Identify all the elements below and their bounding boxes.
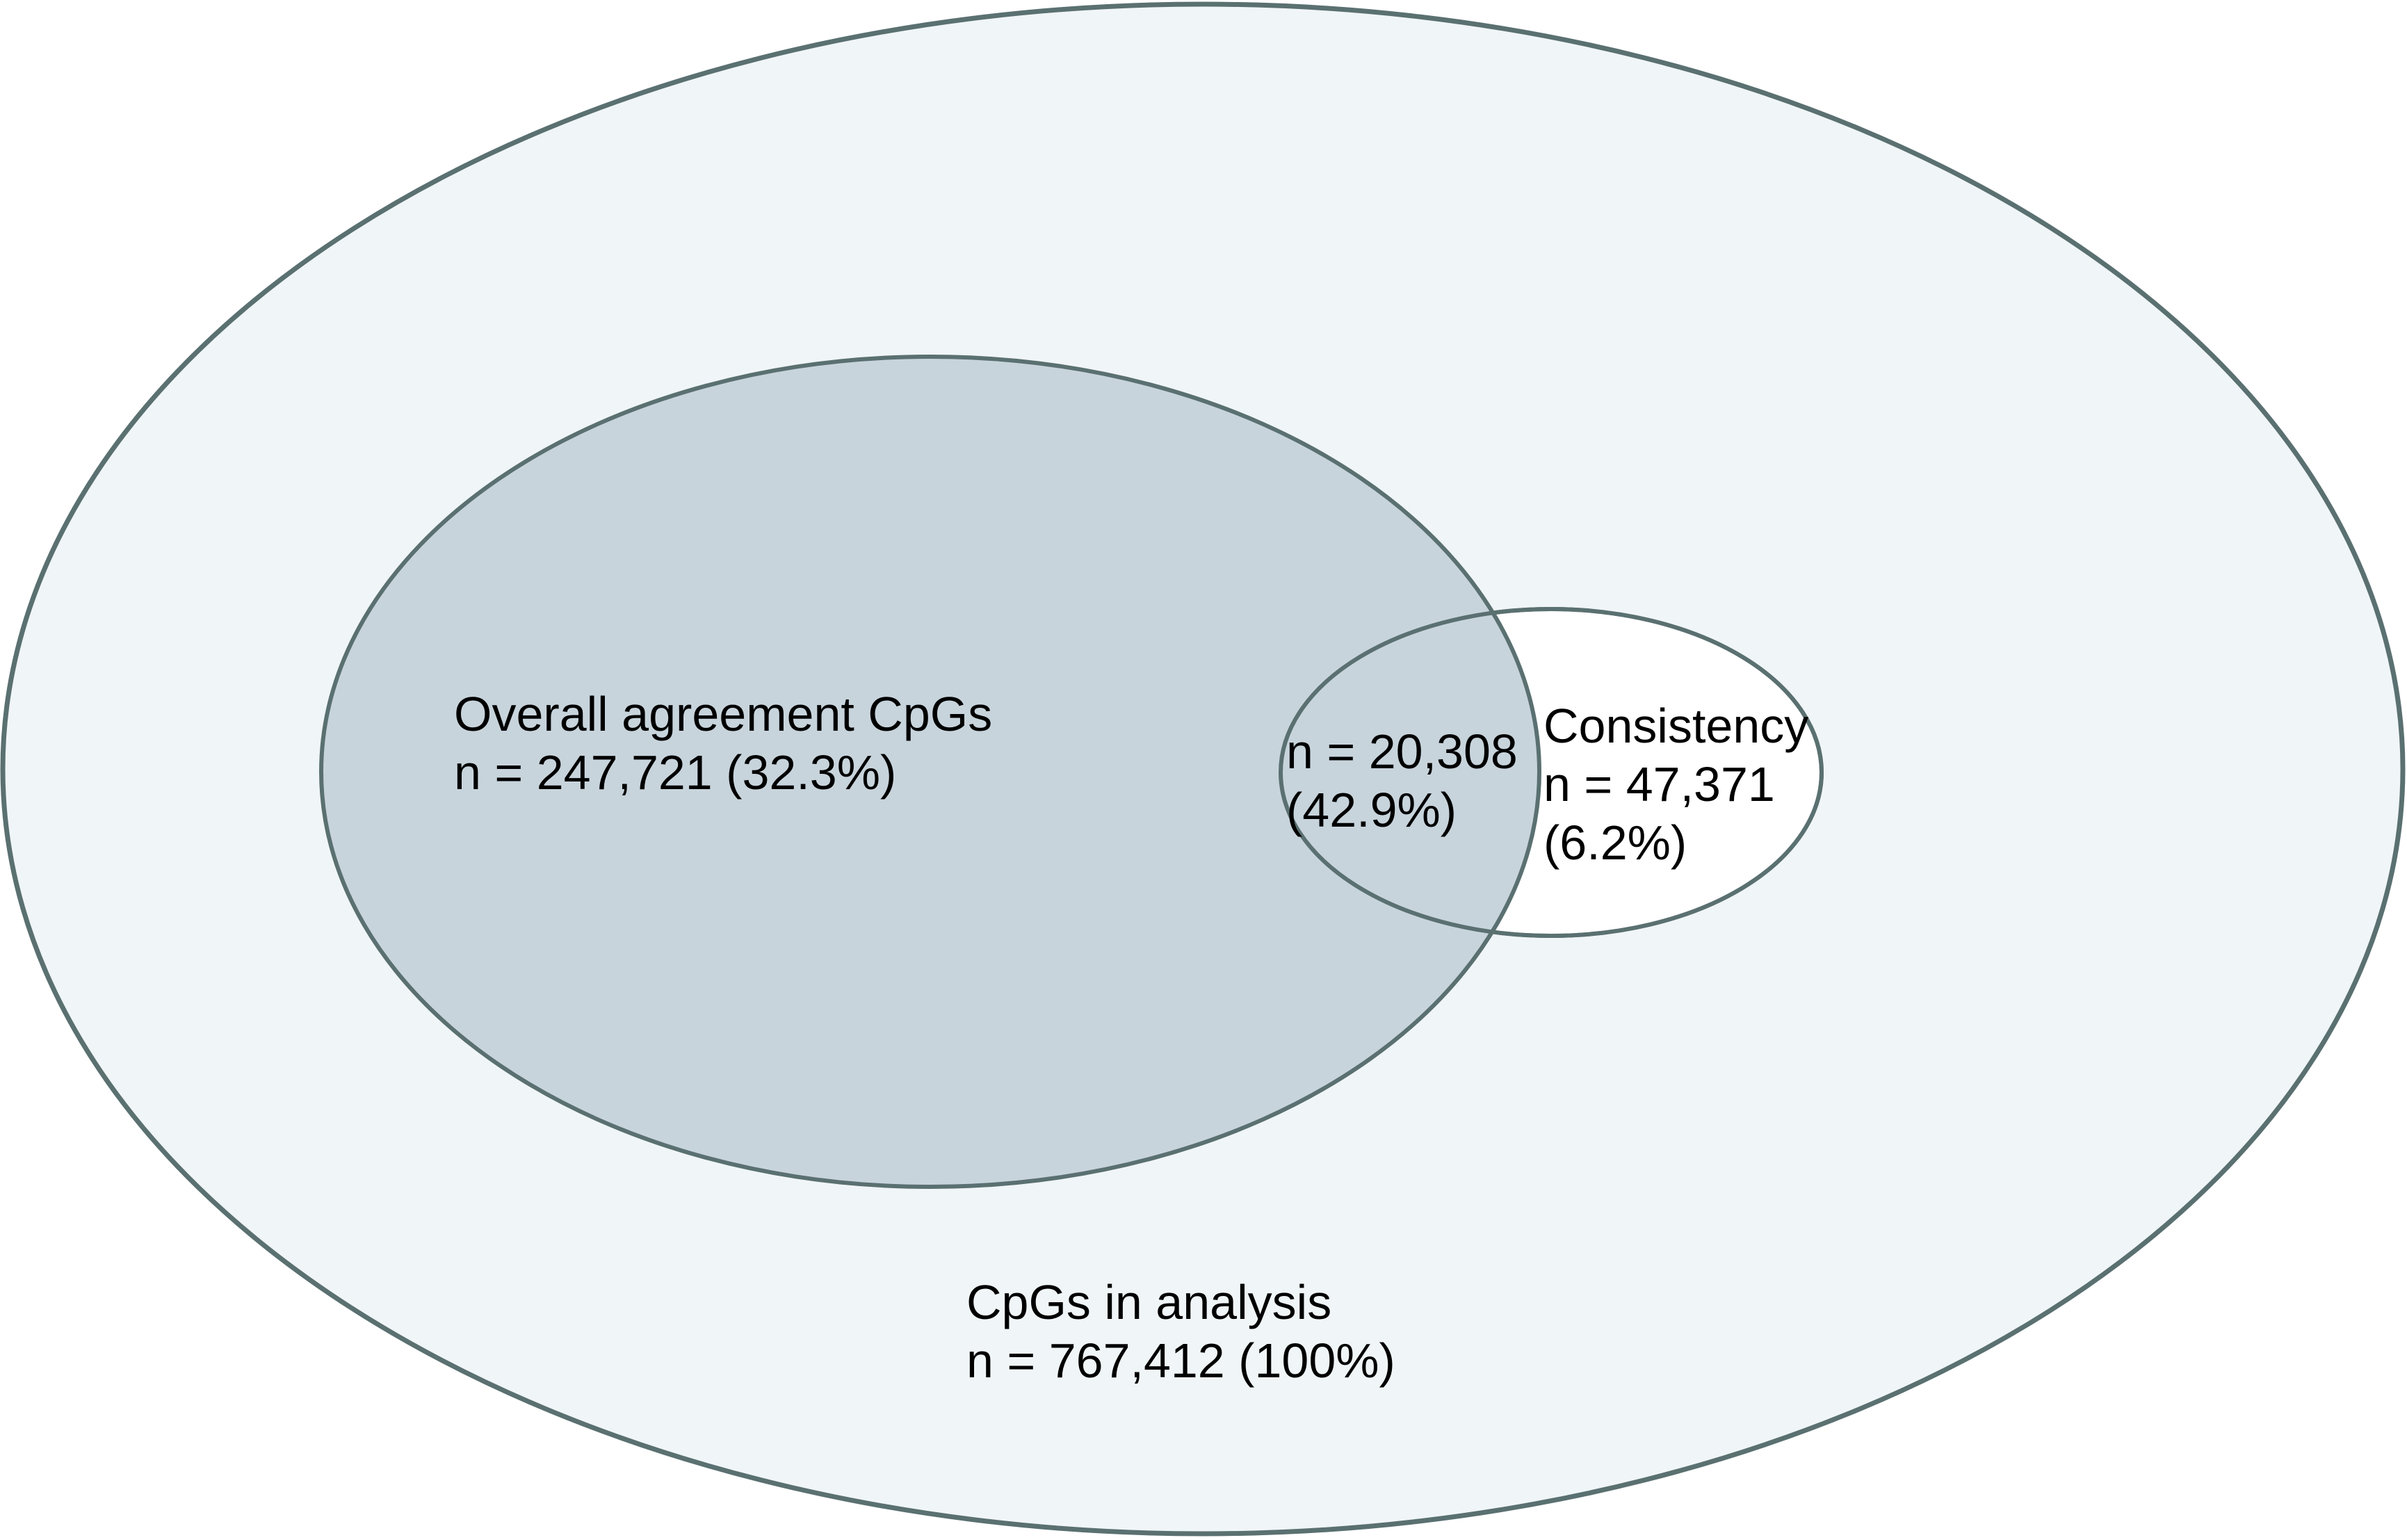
intersection-label-line2: (42.9%) (1286, 783, 1457, 837)
overall-agreement-label-line2: n = 247,721 (32.3%) (454, 745, 896, 800)
overall-agreement-label-line1: Overall agreement CpGs (454, 687, 992, 741)
consistency-ellipse-outline (1279, 607, 1824, 938)
consistency-label-line3: (6.2%) (1543, 816, 1687, 870)
overall-agreement-ellipse (319, 355, 1541, 1189)
consistency-label-line1: Consistency (1543, 699, 1808, 753)
cpgs-in-analysis-label-line1: CpGs in analysis (966, 1275, 1331, 1329)
intersection-label-line1: n = 20,308 (1286, 724, 1518, 779)
consistency-label-line2: n = 47,371 (1543, 757, 1775, 811)
cpgs-in-analysis-label-line2: n = 767,412 (100%) (966, 1334, 1395, 1388)
